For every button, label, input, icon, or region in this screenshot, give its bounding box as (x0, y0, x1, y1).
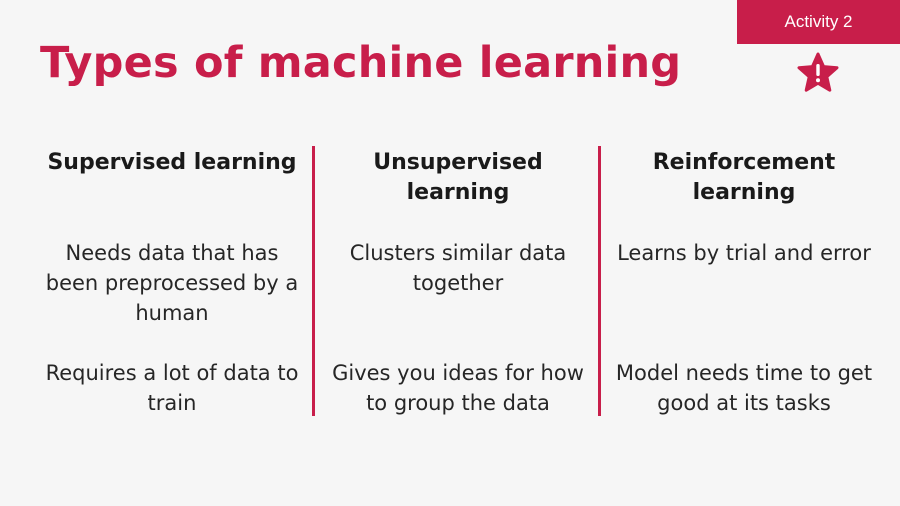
column-point: Requires a lot of data to train (45, 361, 299, 415)
column-heading: Supervised learning (47, 150, 297, 175)
column-reinforcement: Reinforcement learning Learns by trial a… (608, 148, 880, 415)
alert-star-icon (797, 52, 839, 92)
column-supervised: Supervised learning Needs data that has … (36, 148, 308, 415)
column-divider (598, 146, 601, 416)
column-point: Model needs time to get good at its task… (615, 361, 873, 415)
column-heading: Unsupervised learning (373, 150, 543, 205)
column-point: Learns by trial and error (617, 241, 871, 265)
column-point: Clusters similar data together (349, 241, 567, 295)
page-title: Types of machine learning (40, 38, 682, 88)
column-divider (312, 146, 315, 416)
activity-badge: Activity 2 (737, 0, 900, 44)
column-point: Gives you ideas for how to group the dat… (332, 361, 584, 415)
column-point: Needs data that has been preprocessed by… (45, 241, 299, 325)
column-heading: Reinforcement learning (652, 150, 836, 205)
column-unsupervised: Unsupervised learning Clusters similar d… (322, 148, 594, 415)
activity-badge-label: Activity 2 (784, 12, 853, 31)
